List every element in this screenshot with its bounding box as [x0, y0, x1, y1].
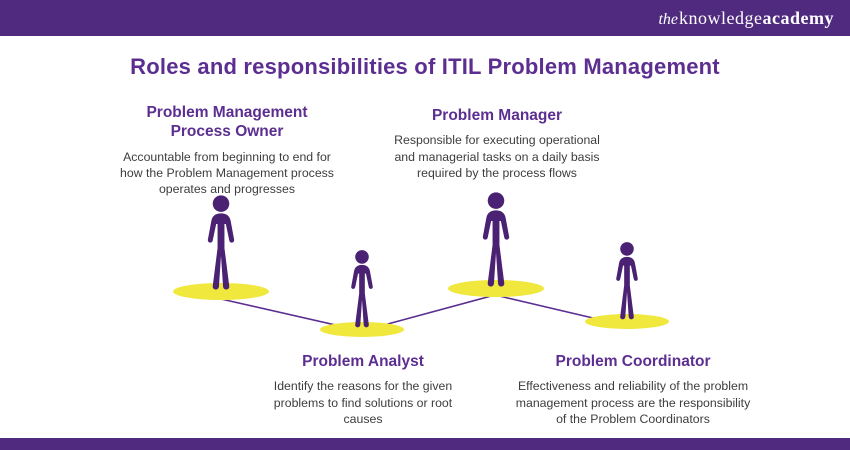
- role-description-process-owner: Accountable from beginning to end for ho…: [120, 149, 334, 197]
- role-block-process-owner: Problem Management Process Owner Account…: [118, 103, 336, 197]
- person-icon: [482, 192, 510, 287]
- footer-bar: [0, 438, 850, 450]
- brand-logo: theknowledgeacademy: [658, 9, 834, 28]
- person-icon: [351, 250, 373, 328]
- floor-ellipse: [448, 280, 544, 297]
- logo-academy: academy: [762, 7, 834, 28]
- figure-problem-manager: [443, 191, 549, 297]
- role-block-problem-coordinator: Problem Coordinator Effectiveness and re…: [515, 352, 751, 427]
- role-description-problem-manager: Responsible for executing operational an…: [394, 133, 600, 180]
- logo-the: the: [658, 10, 679, 28]
- header-bar: theknowledgeacademy: [0, 0, 850, 36]
- role-description-problem-coordinator: Effectiveness and reliability of the pro…: [515, 379, 751, 426]
- person-icon: [207, 195, 235, 290]
- figure-process-owner: [168, 194, 274, 300]
- floor-ellipse: [320, 322, 404, 337]
- floor-ellipse: [585, 314, 669, 329]
- role-heading-process-owner: Problem Management Process Owner: [146, 104, 308, 141]
- figure-problem-coordinator: [580, 241, 674, 329]
- logo-knowledge: knowledge: [679, 7, 763, 28]
- person-icon: [616, 242, 638, 320]
- role-heading-problem-analyst: Problem Analyst: [302, 353, 424, 370]
- figure-problem-analyst: [315, 249, 409, 337]
- role-heading-problem-manager: Problem Manager: [431, 107, 563, 124]
- role-heading-problem-coordinator: Problem Coordinator: [555, 353, 711, 370]
- page-title: Roles and responsibilities of ITIL Probl…: [130, 54, 720, 79]
- role-block-problem-analyst: Problem Analyst Identify the reasons for…: [272, 352, 454, 427]
- role-block-problem-manager: Problem Manager Responsible for executin…: [383, 106, 611, 181]
- floor-ellipse: [173, 283, 269, 300]
- role-description-problem-analyst: Identify the reasons for the given probl…: [273, 379, 453, 426]
